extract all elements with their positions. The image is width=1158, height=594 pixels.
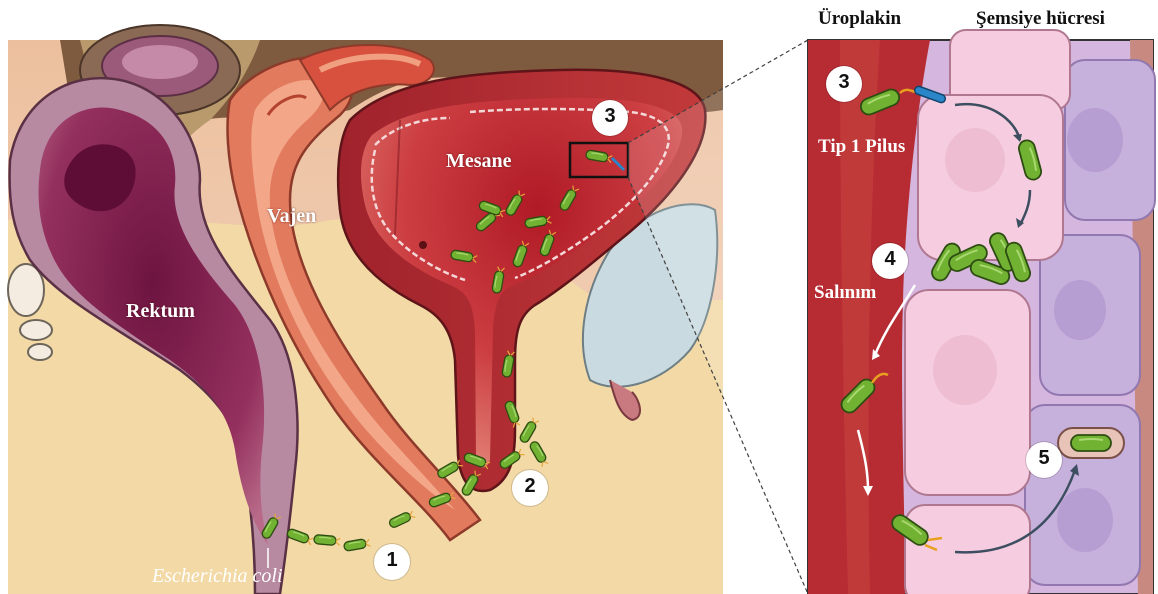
bladder-label: Mesane [446,150,512,173]
step-marker-3: 3 [826,66,862,102]
step-marker-5: 5 [1026,442,1062,478]
internalized-bacterium [1058,428,1124,458]
step-marker-3-overview: 3 [592,100,628,136]
step-marker-4: 4 [872,243,908,279]
release-label: Salınım [814,282,876,304]
rectum-label: Rektum [126,300,195,323]
inset-panel [808,30,1155,594]
ecoli-label: Escherichia coli [152,565,283,588]
pilus-label: Tip 1 Pilus [818,136,905,158]
uroplakin-label: Üroplakin [818,8,901,30]
umbrella-cell-label: Şemsiye hücresi [976,8,1105,30]
vagina-label: Vajen [267,205,316,228]
step-marker-2: 2 [512,470,548,506]
step-marker-1: 1 [374,544,410,580]
